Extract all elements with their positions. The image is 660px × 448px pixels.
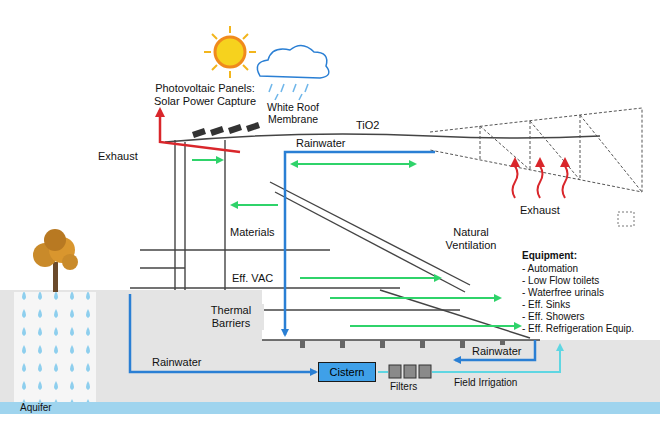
label-text: Natural Ventilation [432,226,510,252]
tree [33,229,78,292]
label-text: Rainwater [150,356,204,369]
label-text: - Waterfree urinals [522,287,604,299]
label-text: - Automation [522,263,578,275]
label-text: Rainwater [294,137,348,150]
label-text: - Eff. Sinks [522,299,570,311]
label-text: Exhaust [520,204,560,217]
ventilation-arrows [192,160,520,326]
aquifer-band [0,402,660,414]
pv-panels [192,122,260,138]
label-text: Aquifer [20,402,52,414]
label-text: Rainwater [470,345,524,358]
sun [204,26,256,78]
ground [0,290,660,402]
label-text: - Eff. Showers [522,311,585,323]
exhaust-arrow [160,110,240,152]
exhaust-arrows [513,160,568,198]
label-text: Photovoltaic Panels: Solar Power Capture [143,82,267,108]
label-text: Equipment: [522,250,577,262]
aquifer-column [14,292,96,402]
water-drops [14,292,96,402]
label-text: - Low Flow toilets [522,275,599,287]
label-text: Field Irrigation [452,377,519,389]
label-text: White Roof Membrane [260,101,326,126]
label-text: - Eff. Refrigeration Equip. [522,323,634,335]
label-text: TiO2 [356,119,379,132]
node-text: Cistern [330,366,365,378]
label-text: Materials [230,226,275,239]
roof-truss [430,108,642,192]
label-text: Eff. VAC [232,272,273,285]
label-text: Exhaust [98,150,138,163]
filter-units [389,365,431,378]
label-text: Filters [388,381,419,393]
label-text: Thermal Barriers [198,304,264,330]
scoreboard [618,212,634,226]
cloud [257,45,329,100]
cistern-box: Cistern [318,362,376,382]
building-structure [130,134,600,340]
rainwater-lines [130,152,535,372]
